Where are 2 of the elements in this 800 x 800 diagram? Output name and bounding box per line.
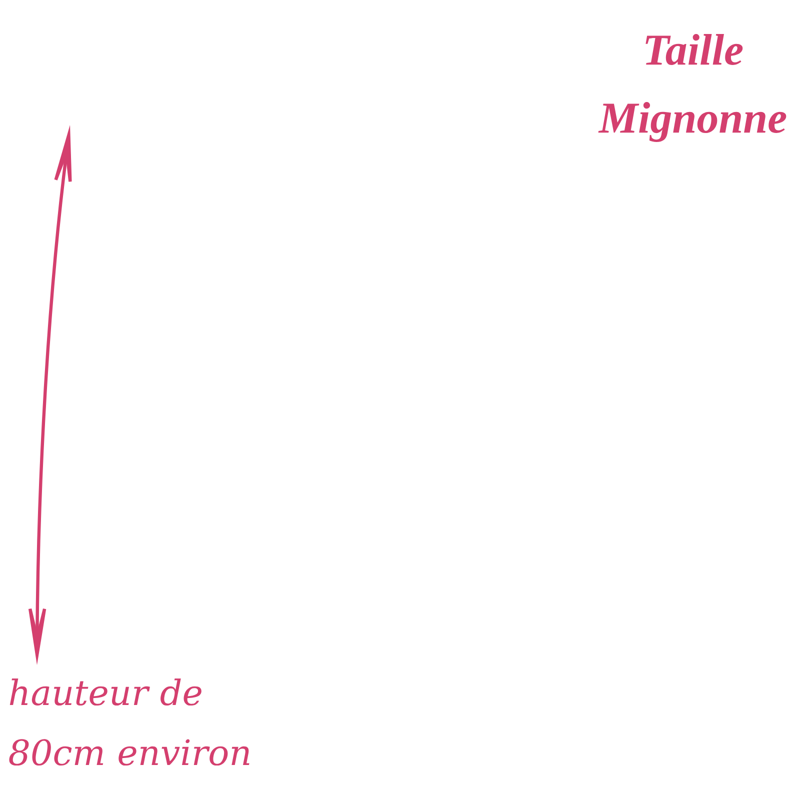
dimension-label: hauteur de 80cm environ: [9, 678, 250, 766]
title: Taille Mignonne: [598, 34, 786, 142]
